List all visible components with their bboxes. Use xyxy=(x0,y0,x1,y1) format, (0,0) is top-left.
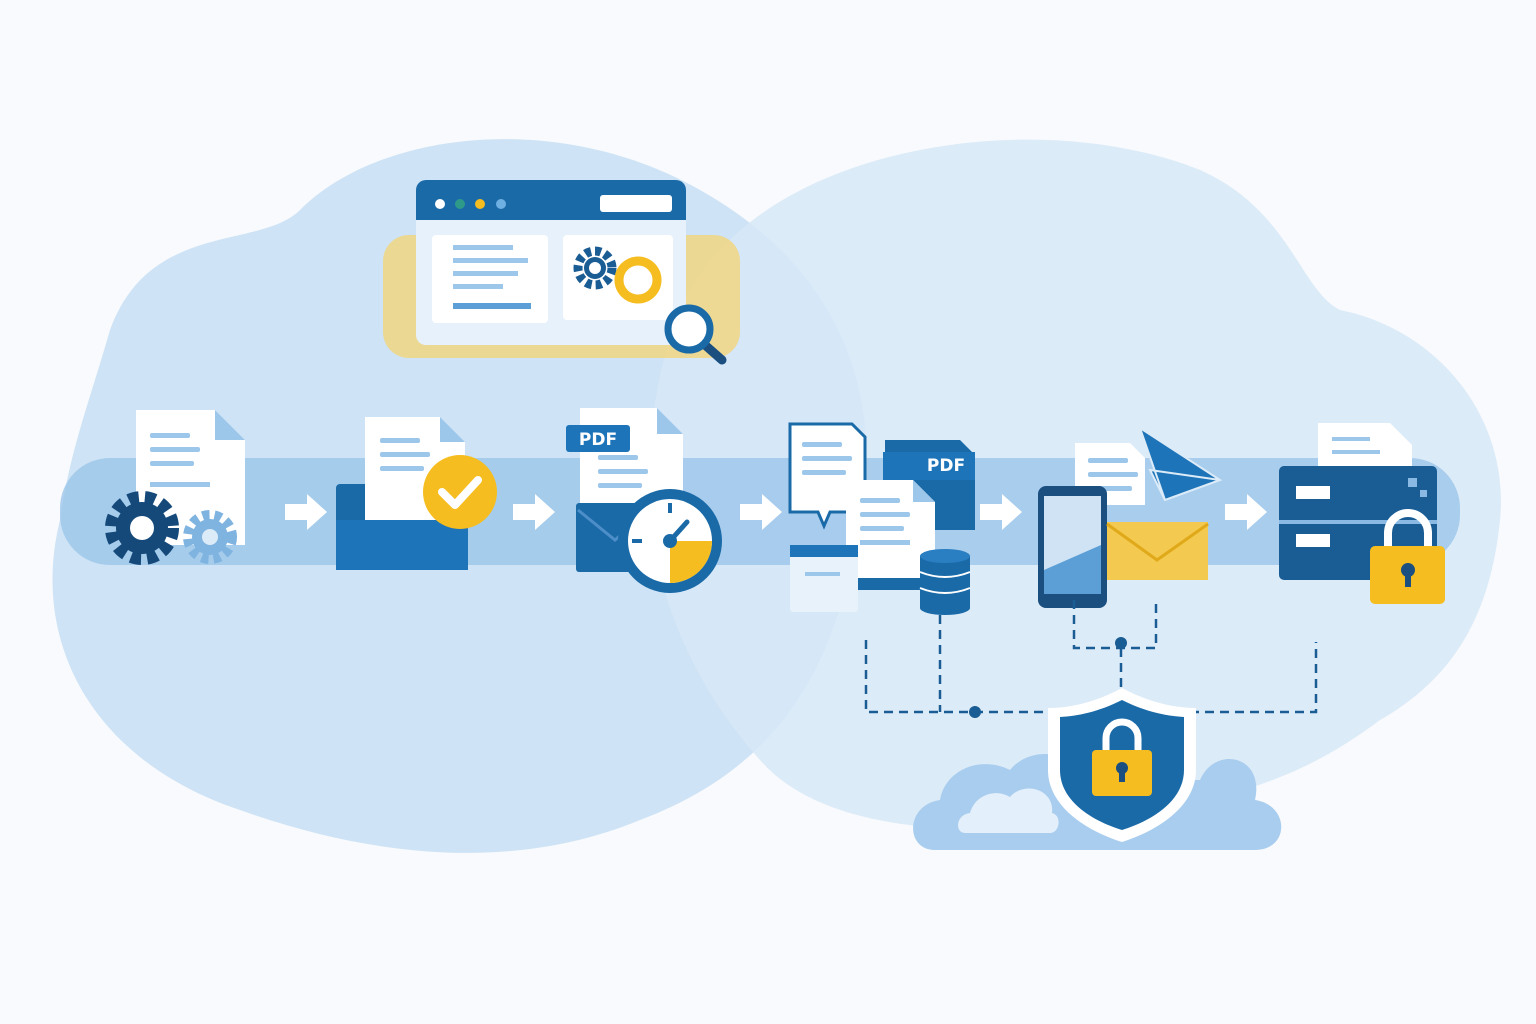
dashed-connectors xyxy=(864,600,1318,714)
step-convert-store: PDF xyxy=(788,422,975,615)
box-icon xyxy=(790,545,858,612)
pdf-label: PDF xyxy=(927,456,965,476)
clock-icon xyxy=(618,489,722,593)
step-configure xyxy=(105,410,245,565)
envelope-icon xyxy=(1106,522,1209,580)
pdf-tag xyxy=(566,425,630,452)
paper-plane-icon xyxy=(1138,425,1223,502)
padlock-icon xyxy=(1370,509,1445,604)
document-icon xyxy=(1318,423,1412,470)
cloud-icon xyxy=(958,788,1059,833)
document-icon xyxy=(846,480,938,590)
pdf-label: PDF xyxy=(579,430,617,450)
gear-icon xyxy=(105,491,179,565)
smartphone-icon xyxy=(1038,486,1107,608)
step-archive xyxy=(1279,423,1445,604)
step-approve xyxy=(336,417,497,570)
magnifier-icon xyxy=(664,304,727,365)
step-schedule: PDF xyxy=(566,408,722,593)
shield-icon xyxy=(1048,688,1196,842)
browser-window-icon xyxy=(383,180,740,365)
step-deliver xyxy=(1038,425,1223,608)
gear-icon xyxy=(573,246,617,290)
gear-icon xyxy=(183,510,237,564)
database-icon xyxy=(919,549,971,615)
checkmark-icon xyxy=(423,455,497,529)
